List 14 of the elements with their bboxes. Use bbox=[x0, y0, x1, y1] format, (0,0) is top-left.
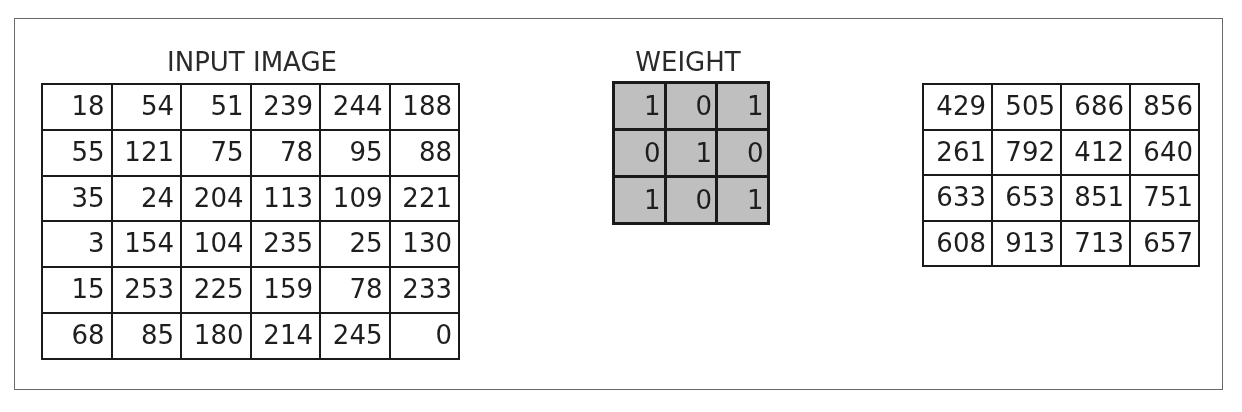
table-heading: WEIGHT bbox=[635, 47, 741, 77]
matrix-cell: 1 bbox=[715, 175, 770, 225]
matrix-cell: 0 bbox=[388, 312, 460, 360]
matrix-cell: 1 bbox=[612, 175, 667, 225]
matrix-cell: 856 bbox=[1129, 83, 1200, 131]
table-heading: INPUT IMAGE bbox=[167, 47, 337, 77]
matrix-cell: 1 bbox=[715, 81, 770, 131]
matrix-cell: 608 bbox=[922, 219, 993, 267]
matrix-cell: 18 bbox=[41, 83, 113, 131]
matrix-cell: 657 bbox=[1129, 219, 1200, 267]
matrix-cell: 188 bbox=[388, 83, 460, 131]
matrix-cell: 429 bbox=[922, 83, 993, 131]
matrix-cell: 1 bbox=[612, 81, 667, 131]
matrix-cell: 68 bbox=[41, 312, 113, 360]
